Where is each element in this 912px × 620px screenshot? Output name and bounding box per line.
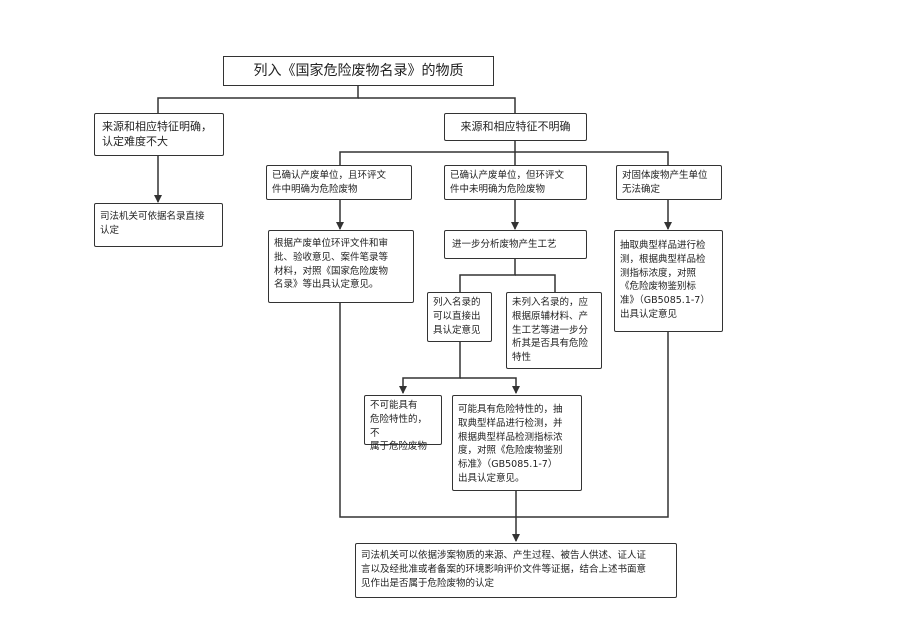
node-clear: 来源和相应特征明确， 认定难度不大 <box>94 113 224 156</box>
connector-unclear-right <box>515 151 669 165</box>
node-process-analysis: 进一步分析废物产生工艺 <box>444 230 587 259</box>
connector-root-split <box>157 85 359 113</box>
node-root: 列入《国家危险废物名录》的物质 <box>223 56 494 86</box>
node-unit-without-eia: 已确认产废单位，但环评文 件中未明确为危险废物 <box>444 165 587 200</box>
node-unit-with-eia: 已确认产废单位，且环评文 件中明确为危险废物 <box>266 165 412 200</box>
node-maybe-hazardous: 可能具有危险特性的，抽 取典型样品进行检测，并 根据典型样品检测指标浓 度，对照… <box>452 395 582 491</box>
connector-process-right <box>515 274 556 292</box>
node-judicial-direct: 司法机关可依据名录直接 认定 <box>94 203 223 247</box>
connector-unclear-split <box>339 140 516 165</box>
connector-root-right <box>358 97 516 113</box>
node-not-hazardous: 不可能具有 危险特性的，不 属于危险废物 <box>364 395 442 452</box>
connector-basis-down <box>339 303 516 518</box>
node-no-unit: 对固体废物产生单位 无法确定 <box>616 165 722 200</box>
connector-inlist-right <box>460 377 520 394</box>
node-in-list: 列入名录的 可以直接出 具认定意见 <box>427 292 492 342</box>
node-final: 司法机关可以依据涉案物质的来源、产生过程、被告人供述、证人证 言以及经批准或者备… <box>355 543 677 598</box>
node-unclear: 来源和相应特征不明确 <box>444 113 587 141</box>
connector-process-split <box>459 259 516 292</box>
node-not-in-list: 未列入名录的，应 根据原辅材料、产 生工艺等进一步分 析其是否具有危险 特性 <box>506 292 602 369</box>
node-sampling-no-unit: 抽取典型样品进行检 测，根据典型样品检 测指标浓度，对照 《危险废物鉴别标 准》… <box>614 230 723 332</box>
connector-inlist-split <box>399 342 461 394</box>
node-unit-basis: 根据产废单位环评文件和审 批、验收意见、案件笔录等 材料，对照《国家危险废物 名… <box>268 230 414 303</box>
connector-sampling-down <box>516 332 669 518</box>
